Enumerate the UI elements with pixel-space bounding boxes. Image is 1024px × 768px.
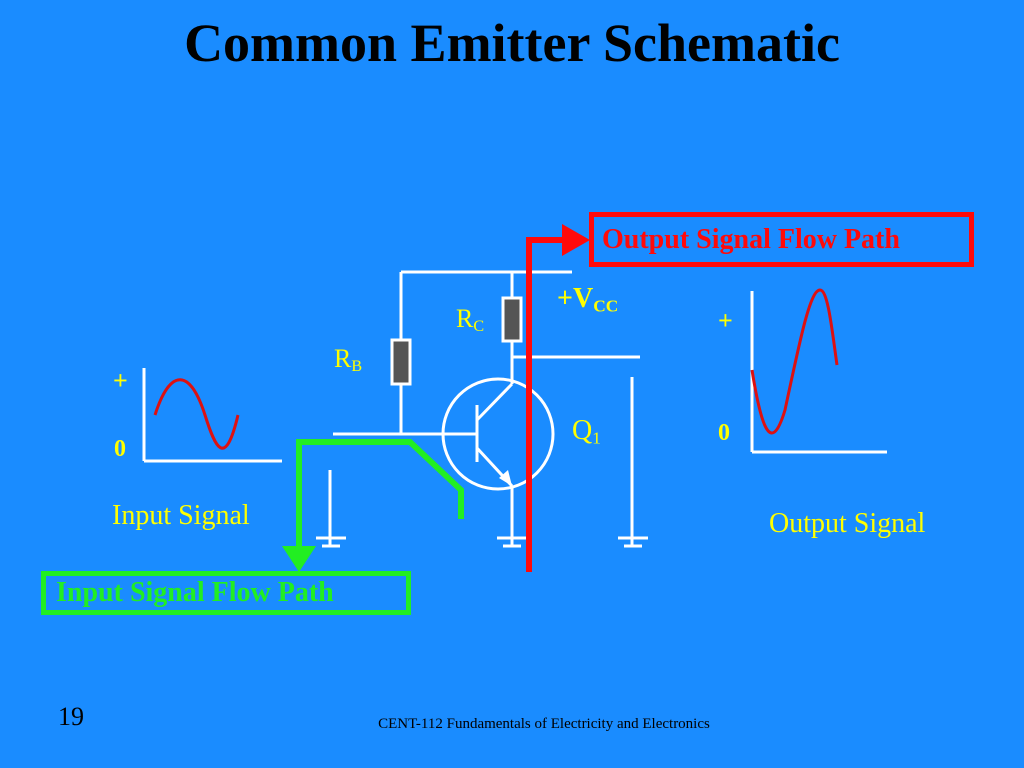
resistor-rc: [501, 296, 523, 343]
rb-main: R: [334, 344, 352, 373]
q1-sub: 1: [592, 428, 601, 448]
circuit-wires: [328, 270, 640, 545]
input-flow-path-arrow: [282, 439, 464, 572]
input-signal-label: Input Signal: [112, 500, 250, 531]
slide-title: Common Emitter Schematic: [184, 13, 840, 73]
vcc-label: +VCC: [557, 283, 618, 315]
rb-sub: B: [351, 358, 363, 376]
q1-label: Q1: [572, 415, 601, 447]
input-sine-wave: [153, 378, 240, 450]
input-signal-flow-path-label: Input Signal Flow Path: [41, 571, 411, 615]
output-sine-wave: [750, 288, 839, 435]
ground-symbols: [316, 536, 648, 548]
output-signal-label: Output Signal: [769, 508, 926, 539]
rb-label: RB: [334, 344, 363, 376]
vcc-main: +V: [557, 283, 594, 314]
q1-main: Q: [572, 415, 593, 446]
input-plus-label: +: [113, 366, 128, 395]
rc-main: R: [456, 304, 474, 333]
transistor-q1: [441, 377, 555, 491]
vcc-sub: CC: [593, 296, 619, 316]
output-signal-graph: [750, 288, 887, 454]
rc-label: RC: [456, 304, 485, 336]
output-zero-label: 0: [718, 420, 730, 446]
output-flow-path-arrow: [526, 224, 590, 572]
slide-number: 19: [58, 702, 84, 731]
input-signal-graph: [142, 368, 282, 463]
input-zero-label: 0: [114, 436, 126, 462]
output-plus-label: +: [718, 306, 733, 335]
rc-sub: C: [473, 318, 485, 336]
footer-text: CENT-112 Fundamentals of Electricity and…: [378, 716, 710, 732]
resistor-rb: [390, 338, 412, 386]
output-signal-flow-path-label: Output Signal Flow Path: [589, 212, 974, 267]
